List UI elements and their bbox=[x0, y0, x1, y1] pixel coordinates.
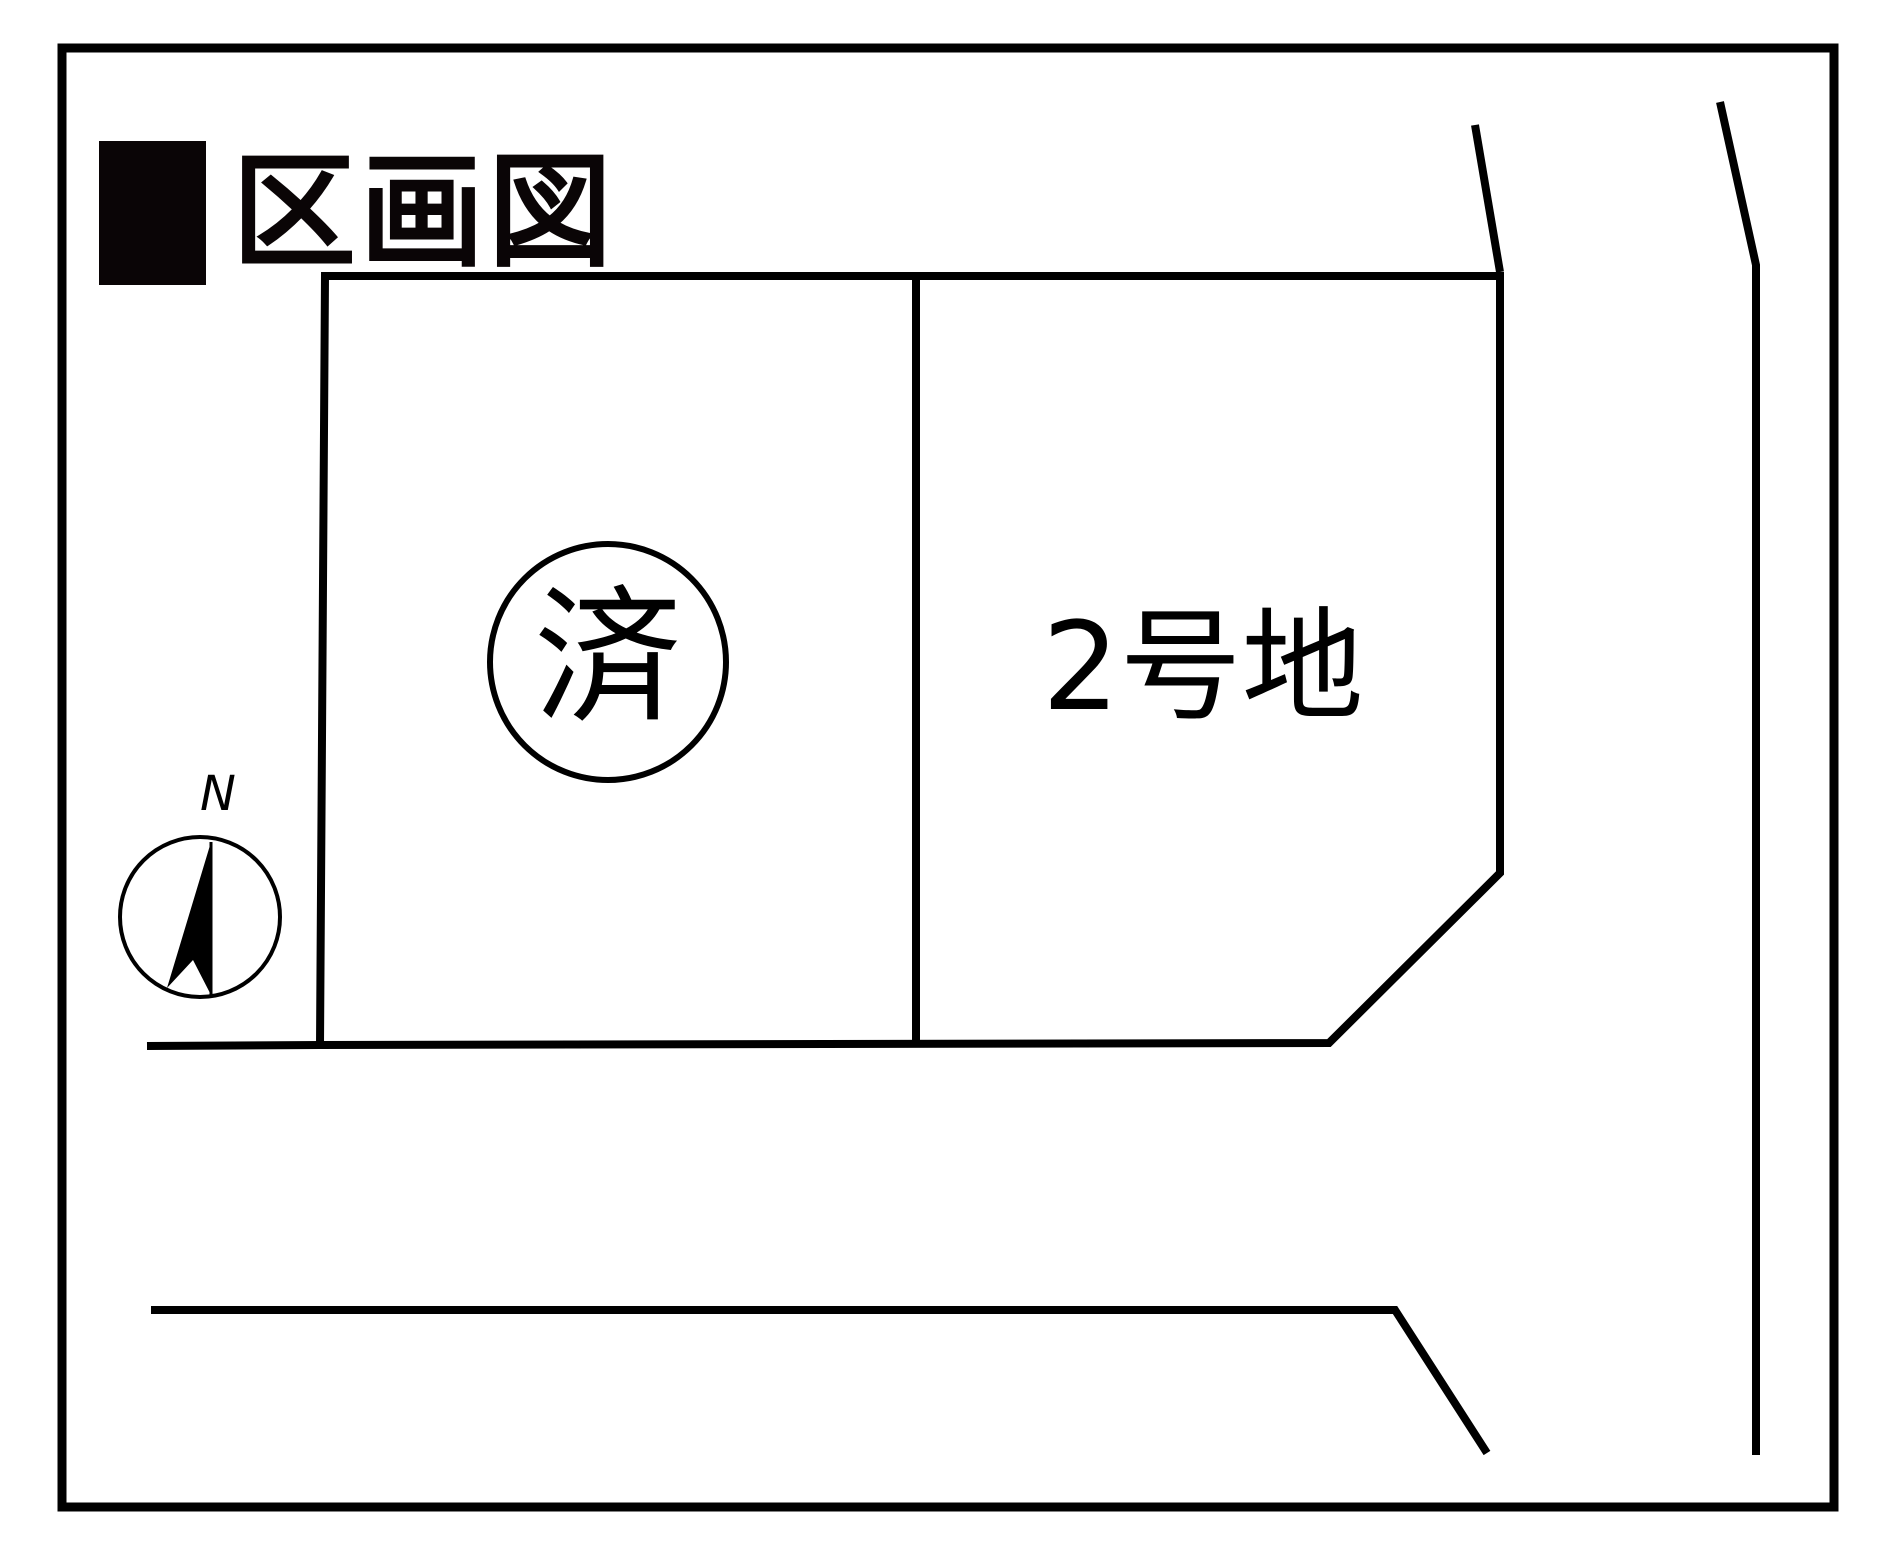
road-edge-south bbox=[151, 1306, 1491, 1456]
lot-1-sold-label: 済 bbox=[534, 572, 682, 744]
outer-frame bbox=[57, 43, 1839, 1512]
title-text: 区画図 bbox=[232, 141, 617, 285]
road-edge-east-outer bbox=[1716, 101, 1760, 1455]
lot-2-label: 2号地 bbox=[1042, 596, 1364, 738]
title-marker-icon bbox=[99, 141, 206, 285]
road-edge-north-bottom bbox=[146, 1041, 321, 1050]
sold-stamp-circle bbox=[487, 541, 729, 783]
lot-outlines bbox=[316, 272, 1504, 1049]
lot-boundary bbox=[316, 272, 1504, 1049]
road-lines bbox=[146, 101, 1760, 1456]
page-title: 区画図 bbox=[99, 128, 616, 298]
north-arrow-icon bbox=[118, 835, 282, 999]
compass-north-label: N bbox=[200, 766, 236, 822]
road-edge-east-inner bbox=[1471, 124, 1504, 273]
